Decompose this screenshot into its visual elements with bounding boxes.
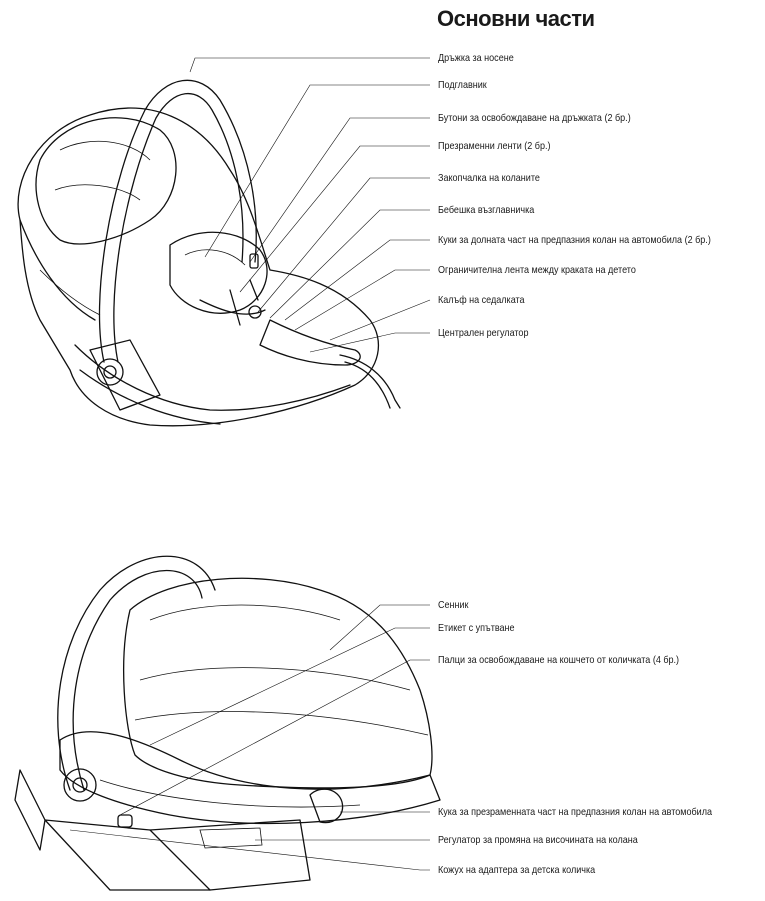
bottom-leader-lines [69,604,430,871]
label-canopy: Сенник [438,599,469,611]
label-stroller-adapter-cover: Кожух на адаптера за детска количка [438,864,596,876]
label-seat-cover: Калъф на седалката [438,294,525,306]
label-central-adjuster: Централен регулатор [438,327,529,339]
page-title: Основни части [437,6,595,31]
car-seat-bottom-illustration [14,555,441,891]
label-handle-release-buttons: Бутони за освобождаване на дръжката (2 б… [438,112,631,124]
car-seat-top-illustration [17,79,401,427]
label-crotch-strap: Ограничителна лента между краката на дет… [438,264,636,276]
label-stroller-release-thumbs: Палци за освобождаване на кошчето от кол… [438,654,680,666]
label-shoulder-straps: Презраменни ленти (2 бр.) [438,140,551,152]
label-headrest: Подглавник [438,79,487,91]
label-infant-cushion: Бебешка възглавничка [438,204,535,216]
label-height-adjuster: Регулатор за промяна на височината на ко… [438,834,638,846]
label-carry-handle: Дръжка за носене [438,52,514,64]
label-lap-belt-hooks: Куки за долната част на предпазния колан… [438,234,711,246]
label-harness-buckle: Закопчалка на коланите [438,172,540,184]
label-instruction-label: Етикет с упътване [438,622,515,634]
label-shoulder-belt-hook: Кука за презраменната част на предпазния… [438,806,713,818]
top-leader-lines [189,57,431,353]
